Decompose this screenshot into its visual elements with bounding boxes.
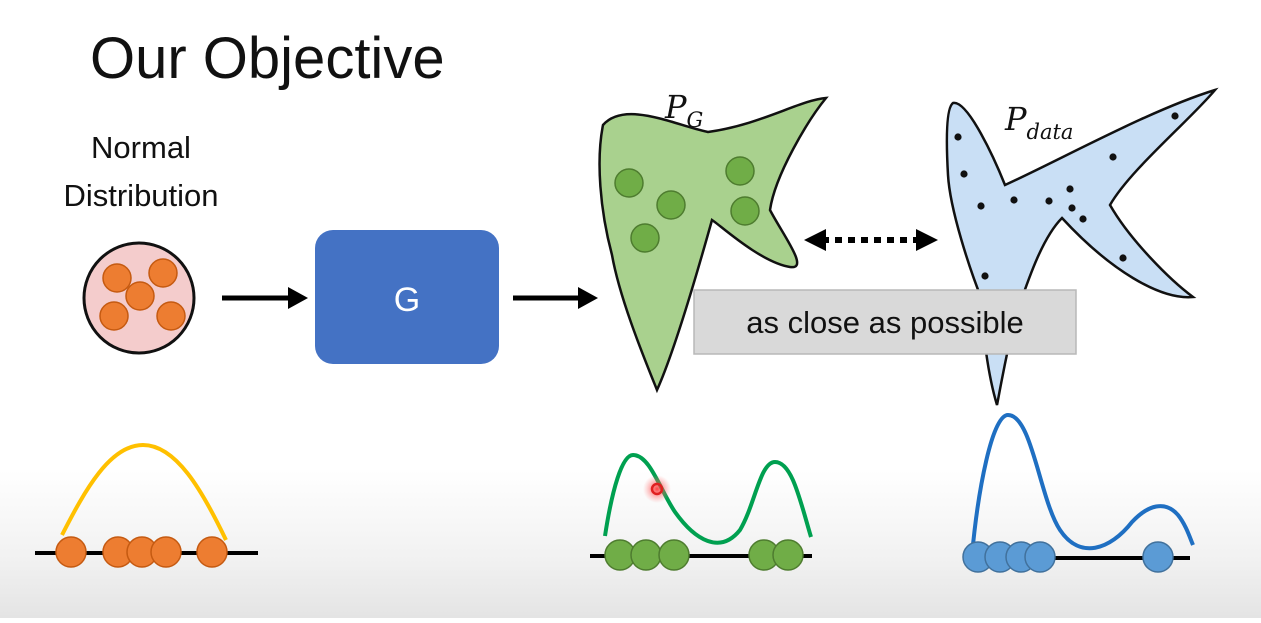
pg-point: [630, 539, 662, 571]
pdata-density-curve: [970, 412, 1195, 556]
pdata-sample-dot: [981, 272, 989, 280]
pdata-sample-dot: [1068, 204, 1076, 212]
normal-density-curve: [60, 442, 228, 541]
pg-sample-dots: [614, 156, 760, 253]
close-as-possible-box: [693, 289, 1077, 355]
pg-density-curve: [603, 452, 813, 545]
pdata-sample-dot: [1109, 153, 1117, 161]
normal-point: [196, 536, 228, 568]
normal-sample-dot: [125, 281, 155, 311]
pg-density-plot: [590, 452, 813, 571]
pg-point: [658, 539, 690, 571]
normal-sample-dot: [156, 301, 186, 331]
pdata-sample-dots: [954, 112, 1179, 280]
pdata-sample-dot: [1171, 112, 1179, 120]
pdata-sample-dot: [977, 202, 985, 210]
normal-sample-dot: [99, 301, 129, 331]
pdata-distribution-shape: [945, 87, 1219, 406]
pdata-sample-dot: [1119, 254, 1127, 262]
pg-sample-dot: [614, 168, 644, 198]
normal-density-plot: [35, 442, 258, 568]
arrow-to-generator: [222, 287, 308, 309]
normal-distribution-label-line2: Distribution: [63, 178, 218, 213]
slide-title: Our Objective: [90, 26, 445, 91]
close-as-possible-label: as close as possible: [746, 305, 1023, 340]
normal-sample-dot: [148, 258, 178, 288]
pdata-density-plot: [962, 412, 1195, 573]
pdata-point: [1142, 541, 1174, 573]
normal-sample-dot: [102, 263, 132, 293]
normal-point: [150, 536, 182, 568]
normal-distribution-label-line1: Normal: [91, 130, 191, 165]
arrow-to-pg: [513, 287, 598, 309]
pg-sample-dot: [725, 156, 755, 186]
pdata-sample-dot: [1010, 196, 1018, 204]
pg-distribution-shape: [598, 96, 829, 394]
normal-distribution-circle: [82, 241, 196, 355]
pg-label: PG: [664, 88, 703, 132]
generator-box: [315, 230, 499, 364]
pdata-sample-dot: [1066, 185, 1074, 193]
pdata-sample-dot: [1045, 197, 1053, 205]
pdata-sample-dot: [960, 170, 968, 178]
pdata-point: [1024, 541, 1056, 573]
laser-pointer-icon: [643, 475, 671, 503]
pg-sample-dot: [656, 190, 686, 220]
pdata-label: Pdata: [1004, 100, 1073, 144]
pg-sample-dot: [630, 223, 660, 253]
normal-point: [55, 536, 87, 568]
pdata-sample-dot: [1079, 215, 1087, 223]
generator-label: G: [394, 281, 420, 319]
dashed-double-arrow: [804, 229, 938, 251]
pdata-sample-dot: [954, 133, 962, 141]
pg-sample-dot: [730, 196, 760, 226]
pg-point: [772, 539, 804, 571]
